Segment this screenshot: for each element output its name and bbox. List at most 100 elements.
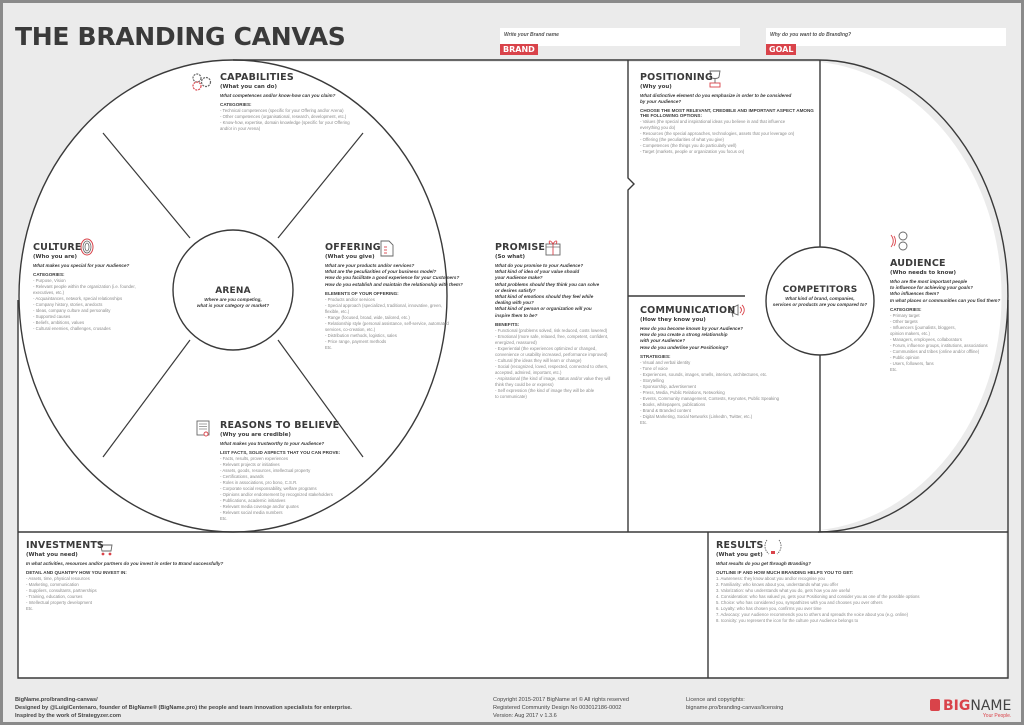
list-item: - Competences (the things you do particu… [640, 143, 737, 149]
list-item: - Forum, influence groups, institutions,… [890, 342, 988, 348]
list-item: - Public opinion [890, 354, 920, 360]
block-audience: AUDIENCE (Who needs to know) Who are the… [890, 258, 1020, 373]
promise-question: What do you promise to your Audience? Wh… [495, 263, 600, 318]
list-item: - Relevant projects or initiatives [220, 462, 280, 468]
footer-credits: BigName.pro/branding-canvas/ Designed by… [15, 696, 352, 720]
brand-field-placeholder: Write your Brand name [504, 32, 559, 38]
promise-list-heading: BENEFITS: [495, 321, 520, 327]
audience-question: Who are the most important people to inf… [890, 279, 1001, 303]
list-item: think they could be or express) [495, 381, 554, 387]
goal-tag: GOAL [766, 44, 797, 55]
arena-title: ARENA [215, 286, 251, 296]
list-item: - Other targets [890, 318, 918, 324]
list-item: - Events, Community management, Contests… [640, 395, 780, 401]
list-item: - Social (recognized, loved, respected, … [495, 363, 609, 369]
results-subtitle: (What you get) [716, 552, 763, 558]
list-item: - Storytelling [640, 377, 664, 383]
block-offering: OFFERING (What you give) What are your p… [325, 242, 485, 351]
brand-field[interactable]: Write your Brand name BRAND [500, 28, 740, 55]
list-item: - Values (the special and inspirational … [640, 119, 786, 125]
list-item: - Digital Marketing, Social Networks (Li… [640, 413, 753, 419]
communication-list-heading: STRATEGIES: [640, 353, 671, 359]
list-item: - Communities and tribes (online and/or … [890, 348, 980, 354]
results-question: What results do you get through Branding… [716, 561, 811, 566]
offering-list: - Products and/or services - Special app… [325, 297, 485, 351]
competitors-question: What kind of brand, companies, services … [772, 296, 868, 308]
list-item: 7. Advocacy: your Audience recommends yo… [716, 612, 909, 618]
positioning-list-heading: CHOOSE THE MOST RELEVANT, CREDIBLE AND I… [640, 108, 814, 119]
list-item: - Functional (problems solved, risk redu… [495, 327, 608, 333]
block-investments: INVESTMENTS (What you need) In what acti… [26, 540, 246, 612]
investments-question: In what activities, resources and/or par… [26, 561, 224, 566]
list-item: - Ideas, company culture and personality [33, 308, 111, 314]
block-reasons-to-believe: REASONS TO BELIEVE (Why you are credible… [220, 420, 400, 522]
list-item: - Corporate social responsability, welfa… [220, 486, 317, 492]
list-item: - Cultural enemies, challenges, crusades [33, 326, 111, 332]
offering-list-heading: ELEMENTS OF YOUR OFFERING: [325, 290, 399, 296]
competitors-title: COMPETITORS [782, 285, 858, 295]
list-item: - Sponsorship, advertisement [640, 383, 696, 389]
results-list: 1. Awareness: they know about you and/or… [716, 576, 956, 624]
logo-big: BIG [943, 698, 971, 714]
list-item: - Experiential (the experiences optimize… [495, 345, 597, 351]
list-item: - Roles in associations, pro bono, C.S.R… [220, 480, 298, 486]
goal-field[interactable]: Why do you want to do Branding? GOAL [766, 28, 1006, 55]
list-item: 3. Valorization: who understands what yo… [716, 588, 851, 594]
audience-list-heading: CATEGORIES: [890, 306, 922, 312]
communication-question: How do you become known by your Audience… [640, 326, 743, 350]
list-item: 6. Loyalty: who has chosen you, confirms… [716, 606, 822, 612]
megaphone-icon [729, 304, 745, 318]
list-item: Etc. [890, 366, 898, 372]
offering-question: What are your products and/or services? … [325, 263, 463, 287]
list-item: - Relevant people within the organizatio… [33, 284, 136, 290]
list-item: - Assets, goods, resources, intellectual… [220, 468, 311, 474]
culture-question: What makes you special for your Audience… [33, 263, 130, 268]
audience-list: - Primary target - Other targets - Influ… [890, 313, 1020, 373]
list-item: - Publications, academic initiatives [220, 498, 286, 504]
list-item: - Training, education, courses [26, 594, 83, 600]
list-item: 5. Choice: who has considered you, sympa… [716, 600, 883, 606]
list-item: - Relevant social media numbers [220, 510, 283, 516]
investments-list: - Assets, time, physical resources - Mar… [26, 576, 246, 612]
footer-designer: Designed by @LuigiCentenaro, founder of … [15, 705, 352, 712]
culture-list-heading: CATEGORIES: [33, 272, 65, 278]
reasons-list-heading: LIST FACTS, SOLID ASPECTS THAT YOU CAN P… [220, 450, 341, 456]
results-title: RESULTS [716, 540, 764, 551]
audience-subtitle: (Who needs to know) [890, 270, 956, 276]
block-capabilities: CAPABILITIES (What you can do) What comp… [220, 72, 420, 132]
list-item: - Offering (the peculiarities of what yo… [640, 137, 724, 143]
list-item: - Cultural (the ideas they will learn or… [495, 357, 582, 363]
reasons-subtitle: (Why you are credible) [220, 432, 291, 438]
results-list-heading: OUTLINE IF AND HOW MUCH BRANDING HELPS Y… [716, 570, 854, 576]
list-item: energized, reassured) [495, 339, 537, 345]
list-item: and/or in your Arena) [220, 126, 261, 132]
communication-list: - Visual and verbal identity - Tone of v… [640, 360, 815, 426]
audience-title: AUDIENCE [890, 258, 946, 269]
list-item: - Other competences (organisational, res… [220, 114, 347, 120]
communication-subtitle: (How they know you) [640, 317, 706, 323]
culture-subtitle: (Who you are) [33, 254, 78, 260]
list-item: - Facts, results, proven experiences [220, 456, 289, 462]
footer-url-link[interactable]: BigName.pro/branding-canvas/ [15, 697, 98, 703]
licence-label: Licence and copyrights: [686, 697, 745, 703]
arena-question: Where are you competing, what is your ca… [196, 297, 270, 309]
list-item: - Marketing, communication [26, 582, 79, 588]
fingerprint-icon [80, 238, 94, 256]
list-item: 1. Awareness: they know about you and/or… [716, 576, 825, 582]
licence-link[interactable]: bigname.pro/branding-canvas/licensing [686, 705, 784, 712]
list-item: - Beliefs, ambitions, values [33, 320, 85, 326]
bigname-logo: BIGNAME Your People. [930, 697, 1011, 719]
list-item: 8. Iconicity: you represent the icon for… [716, 618, 859, 624]
list-item: accepted, admired, important, etc.) [495, 369, 562, 375]
gift-icon [545, 240, 561, 256]
list-item: - Primary target [890, 312, 920, 318]
promise-list: - Functional (problems solved, risk redu… [495, 328, 625, 400]
list-item: - Products and/or services [325, 296, 375, 302]
list-item: - Technical competences (specific for yo… [220, 108, 344, 114]
list-item: services, co-creation, etc.) [325, 326, 376, 332]
list-item: convenience or usability increased, perf… [495, 351, 608, 357]
list-item: 4. Consideration: who has valued yo, get… [716, 594, 920, 600]
list-item: - Certifications, awards [220, 474, 264, 480]
list-item: flexible, etc.) [325, 308, 350, 314]
